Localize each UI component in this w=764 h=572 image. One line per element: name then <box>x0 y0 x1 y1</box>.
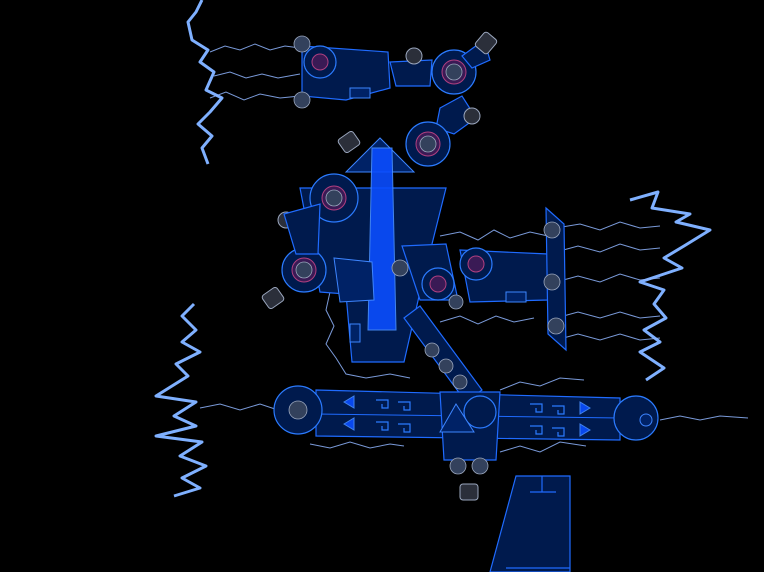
gear-icon <box>295 261 313 279</box>
bottom-tower[interactable] <box>489 475 571 572</box>
gear-icon <box>391 259 409 277</box>
gear-icon <box>452 374 468 390</box>
greek-pattern <box>376 399 565 437</box>
joint-icon <box>463 395 497 429</box>
upper-arm[interactable] <box>301 39 491 167</box>
gear-icon <box>471 457 489 475</box>
gear-icon <box>448 294 464 310</box>
lightning-bolt-icon <box>186 0 224 165</box>
gear-icon <box>547 317 565 335</box>
gear-icon <box>543 221 561 239</box>
joint-icon <box>613 395 659 441</box>
gear-icon <box>424 342 440 358</box>
gear-icon <box>293 35 463 153</box>
gear-icon <box>288 400 308 420</box>
right-arm[interactable] <box>448 206 567 352</box>
thruster-icon <box>261 31 498 501</box>
lightning-bolt-icon <box>154 302 208 498</box>
arrow-icon <box>579 423 591 437</box>
arrow-icon <box>343 395 355 409</box>
diagonal-strut[interactable] <box>403 305 483 403</box>
gear-icon <box>325 189 343 207</box>
gear-icon <box>438 358 454 374</box>
arrow-icon <box>343 417 355 431</box>
lower-beam[interactable] <box>273 385 659 475</box>
arrow-icon <box>579 401 591 415</box>
gear-icon <box>543 273 561 291</box>
lightning-bolt-icon <box>629 190 712 382</box>
gear-icon <box>449 457 467 475</box>
energy-wires <box>199 43 749 453</box>
